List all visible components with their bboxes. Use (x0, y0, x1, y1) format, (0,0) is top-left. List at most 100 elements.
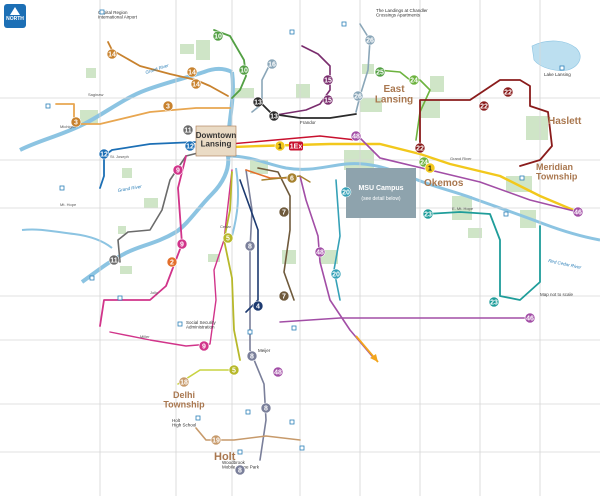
route-badge-shape (488, 296, 500, 308)
route-badge-number: 1Ex (290, 143, 303, 150)
route-badge-10[interactable]: 10 (238, 64, 250, 76)
route-badge-8[interactable]: 8 (244, 240, 256, 252)
route-badge-46[interactable]: 46 (572, 206, 584, 218)
route-badge-26[interactable]: 26 (352, 90, 364, 102)
route-badge-1ex[interactable]: 1Ex (289, 141, 303, 151)
route-badge-number: 6 (290, 175, 294, 182)
red-cedar-label: Red Cedar River (548, 258, 582, 270)
route-13-line (257, 99, 357, 119)
route-badge-shape (314, 246, 326, 258)
route-9-line (99, 155, 187, 327)
route-badge-12[interactable]: 12 (184, 140, 196, 152)
route-badge-48[interactable]: 48 (350, 130, 362, 142)
route-20-line (333, 179, 341, 301)
route-badge-26[interactable]: 26 (364, 34, 376, 46)
route-badge-shape (274, 140, 286, 152)
route-badge-48[interactable]: 48 (314, 246, 326, 258)
route-badge-shape (172, 164, 184, 176)
route-badge-3[interactable]: 3 (70, 116, 82, 128)
route-23-line (425, 211, 541, 301)
route-badge-13[interactable]: 13 (252, 96, 264, 108)
route-badge-20[interactable]: 20 (330, 268, 342, 280)
route-badge-shape (234, 464, 246, 476)
route-badge-15[interactable]: 15 (322, 94, 334, 106)
route-badge-22[interactable]: 22 (502, 86, 514, 98)
route-badge-1[interactable]: 1 (274, 140, 286, 152)
route-badge-number: 26 (366, 37, 374, 44)
route-badges[interactable]: 14 14 14 3 3 11 11 12 12 10 10 16 15 15 … (70, 30, 584, 476)
north-arrow-icon (10, 7, 20, 15)
route-badge-24[interactable]: 24 (408, 74, 420, 86)
lake-lansing-shape (531, 40, 581, 71)
route-badge-number: 8 (250, 353, 254, 360)
route-badge-22[interactable]: 22 (414, 142, 426, 154)
route-badge-shape (212, 30, 224, 42)
route-badge-16[interactable]: 16 (266, 58, 278, 70)
route-badge-13[interactable]: 13 (268, 110, 280, 122)
route-badge-18[interactable]: 18 (178, 376, 190, 388)
route-badge-15[interactable]: 15 (322, 74, 334, 86)
route-badge-number: 11 (184, 127, 192, 134)
route-badge-number: 24 (420, 159, 428, 166)
route-badge-9[interactable]: 9 (198, 340, 210, 352)
route-badge-number: 9 (202, 343, 206, 350)
route-badge-number: 8 (248, 243, 252, 250)
route-badge-number: 8 (264, 405, 268, 412)
route-badge-number: 7 (282, 293, 286, 300)
route-badge-2[interactable]: 2 (166, 256, 178, 268)
route-badge-shape (502, 86, 514, 98)
route-badge-number: 13 (254, 99, 262, 106)
route-badge-5[interactable]: 5 (228, 364, 240, 376)
route-badge-shape (364, 34, 376, 46)
route-badge-23[interactable]: 23 (488, 296, 500, 308)
route-badge-7[interactable]: 7 (278, 206, 290, 218)
route-badge-9[interactable]: 9 (176, 238, 188, 250)
route-badge-5[interactable]: 5 (222, 232, 234, 244)
route-badge-14[interactable]: 14 (190, 78, 202, 90)
route-badge-23[interactable]: 23 (422, 208, 434, 220)
north-indicator: NORTH (4, 4, 26, 28)
route-badge-20[interactable]: 20 (340, 186, 352, 198)
route-badge-8[interactable]: 8 (260, 402, 272, 414)
route-badge-shape (289, 141, 303, 151)
route-badge-8[interactable]: 8 (234, 464, 246, 476)
route-badge-46[interactable]: 46 (524, 312, 536, 324)
route-badge-6[interactable]: 6 (286, 172, 298, 184)
route-badge-25[interactable]: 25 (374, 66, 386, 78)
route-badge-10[interactable]: 10 (212, 30, 224, 42)
route-badge-number: 46 (526, 315, 534, 322)
route-badge-1[interactable]: 1 (424, 162, 436, 174)
route-badge-shape (252, 96, 264, 108)
route-badge-shape (350, 130, 362, 142)
route-badge-3[interactable]: 3 (162, 100, 174, 112)
route-badge-11[interactable]: 11 (108, 254, 120, 266)
road-mt-hope: Mt. Hope (60, 202, 77, 207)
route-48-line (355, 133, 579, 213)
route-badge-22[interactable]: 22 (478, 100, 490, 112)
route-badge-12[interactable]: 12 (98, 148, 110, 160)
route-badge-4[interactable]: 4 (252, 300, 264, 312)
route-badge-shape (524, 312, 536, 324)
route-badge-8[interactable]: 8 (246, 350, 258, 362)
route-22-line (419, 79, 553, 167)
route-badge-14[interactable]: 14 (186, 66, 198, 78)
route-badge-48[interactable]: 48 (272, 366, 284, 378)
route-badge-shape (260, 402, 272, 414)
route-badge-7[interactable]: 7 (278, 290, 290, 302)
route-badge-shape (228, 364, 240, 376)
route-badge-number: 12 (186, 143, 194, 150)
route-badge-19[interactable]: 19 (210, 434, 222, 446)
route-badge-number: 19 (212, 437, 220, 444)
route-badge-number: 10 (240, 67, 248, 74)
road-miller: Miller (140, 334, 150, 339)
grand-river-main (80, 71, 235, 284)
route-badge-11[interactable]: 11 (182, 124, 194, 136)
route-badge-14[interactable]: 14 (106, 48, 118, 60)
lake-lansing-label: Lake Lansing (544, 72, 571, 77)
route-badge-9[interactable]: 9 (172, 164, 184, 176)
route-badge-number: 25 (376, 69, 384, 76)
